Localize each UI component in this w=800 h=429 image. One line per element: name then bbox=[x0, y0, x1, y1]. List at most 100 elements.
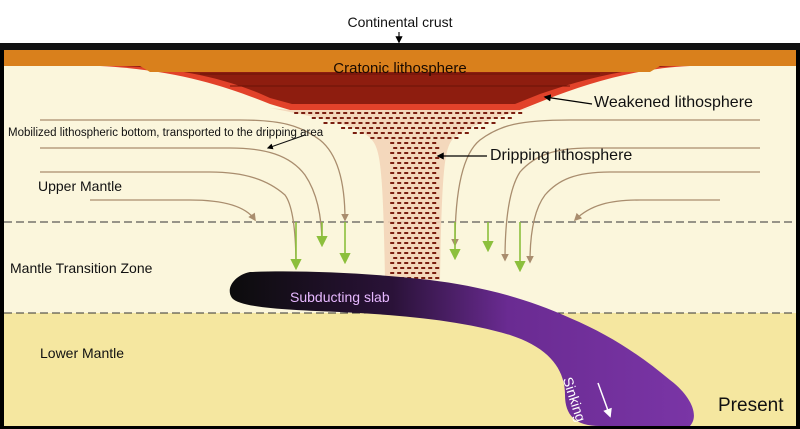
drip-dash bbox=[432, 182, 437, 184]
drip-dash bbox=[385, 112, 390, 114]
drip-dash bbox=[411, 127, 416, 129]
drip-dash bbox=[348, 127, 353, 129]
drip-dash bbox=[428, 122, 433, 124]
drip-dash bbox=[404, 162, 409, 164]
drip-dash bbox=[418, 182, 423, 184]
drip-dash bbox=[393, 207, 398, 209]
drip-dash bbox=[418, 262, 423, 264]
drip-dash bbox=[366, 132, 371, 134]
drip-dash bbox=[421, 257, 426, 259]
drip-dash bbox=[419, 137, 424, 139]
drip-dash bbox=[465, 117, 470, 119]
drip-dash bbox=[428, 237, 433, 239]
drip-dash bbox=[397, 272, 402, 274]
drip-dash bbox=[404, 182, 409, 184]
drip-dash bbox=[428, 247, 433, 249]
drip-dash bbox=[358, 122, 363, 124]
drip-dash bbox=[432, 222, 437, 224]
drip-dash bbox=[435, 187, 440, 189]
flow-arrow-right-3 bbox=[526, 171, 760, 264]
drip-dash bbox=[418, 272, 423, 274]
drip-dash bbox=[380, 132, 385, 134]
drip-dash bbox=[440, 137, 445, 139]
drip-dash bbox=[400, 187, 405, 189]
drip-dash bbox=[456, 122, 461, 124]
drip-dash bbox=[497, 112, 502, 114]
drip-dash bbox=[365, 122, 370, 124]
drip-dash bbox=[409, 117, 414, 119]
cratonic-lithosphere-body bbox=[118, 66, 675, 104]
drip-dash bbox=[387, 132, 392, 134]
drip-dash bbox=[418, 142, 423, 144]
drip-dash bbox=[463, 122, 468, 124]
drip-dash bbox=[411, 152, 416, 154]
drip-dash bbox=[435, 217, 440, 219]
flow-arrow-left-3 bbox=[40, 171, 300, 270]
drip-dash bbox=[393, 177, 398, 179]
drip-dash bbox=[351, 122, 356, 124]
drip-dash bbox=[394, 132, 399, 134]
drip-dash bbox=[425, 212, 430, 214]
drip-dash bbox=[318, 117, 323, 119]
drip-dash bbox=[428, 257, 433, 259]
label-mantle-transition-zone: Mantle Transition Zone bbox=[10, 260, 153, 276]
drip-dash bbox=[404, 127, 409, 129]
drip-dash bbox=[414, 207, 419, 209]
drip-dash bbox=[397, 222, 402, 224]
drip-dash bbox=[414, 257, 419, 259]
drip-dash bbox=[411, 172, 416, 174]
drip-dash bbox=[428, 177, 433, 179]
drip-dash bbox=[379, 122, 384, 124]
drip-dash bbox=[421, 177, 426, 179]
drip-dash bbox=[435, 267, 440, 269]
drip-dash bbox=[418, 222, 423, 224]
drip-dash bbox=[404, 252, 409, 254]
drip-dash bbox=[393, 147, 398, 149]
drip-dash bbox=[386, 122, 391, 124]
drip-dash bbox=[393, 257, 398, 259]
drip-dash bbox=[393, 217, 398, 219]
drip-dash bbox=[411, 182, 416, 184]
drip-dash bbox=[390, 202, 395, 204]
drip-dash bbox=[397, 232, 402, 234]
drip-dash bbox=[421, 237, 426, 239]
drip-dash bbox=[381, 117, 386, 119]
drip-dash bbox=[344, 122, 349, 124]
drip-dash bbox=[294, 112, 299, 114]
drip-dash bbox=[393, 227, 398, 229]
drip-dash bbox=[325, 117, 330, 119]
drip-dash bbox=[428, 167, 433, 169]
drip-dash bbox=[414, 247, 419, 249]
drip-dash bbox=[397, 142, 402, 144]
drip-dash bbox=[350, 112, 355, 114]
drip-dash bbox=[467, 127, 472, 129]
drip-dash bbox=[429, 132, 434, 134]
drip-dash bbox=[432, 252, 437, 254]
drip-dash bbox=[425, 142, 430, 144]
drip-dash bbox=[353, 117, 358, 119]
drip-dash bbox=[377, 137, 382, 139]
drip-dash bbox=[416, 117, 421, 119]
drip-dash bbox=[323, 122, 328, 124]
drip-dash bbox=[418, 232, 423, 234]
drip-dashes bbox=[294, 112, 523, 279]
drip-dash bbox=[472, 117, 477, 119]
drip-dash bbox=[422, 132, 427, 134]
drip-dash bbox=[407, 247, 412, 249]
drip-dash bbox=[414, 277, 419, 279]
drip-dash bbox=[432, 232, 437, 234]
drip-dash bbox=[400, 217, 405, 219]
drip-dash bbox=[357, 112, 362, 114]
drip-dash bbox=[390, 162, 395, 164]
drip-dash bbox=[421, 157, 426, 159]
crust-top-line bbox=[0, 43, 800, 50]
drip-dash bbox=[407, 257, 412, 259]
drip-dash bbox=[414, 122, 419, 124]
drip-dash bbox=[383, 127, 388, 129]
drip-dash bbox=[404, 242, 409, 244]
label-upper-mantle: Upper Mantle bbox=[38, 178, 123, 194]
drip-dash bbox=[476, 112, 481, 114]
drip-dash bbox=[432, 262, 437, 264]
drip-dash bbox=[425, 152, 430, 154]
drip-dash bbox=[404, 272, 409, 274]
